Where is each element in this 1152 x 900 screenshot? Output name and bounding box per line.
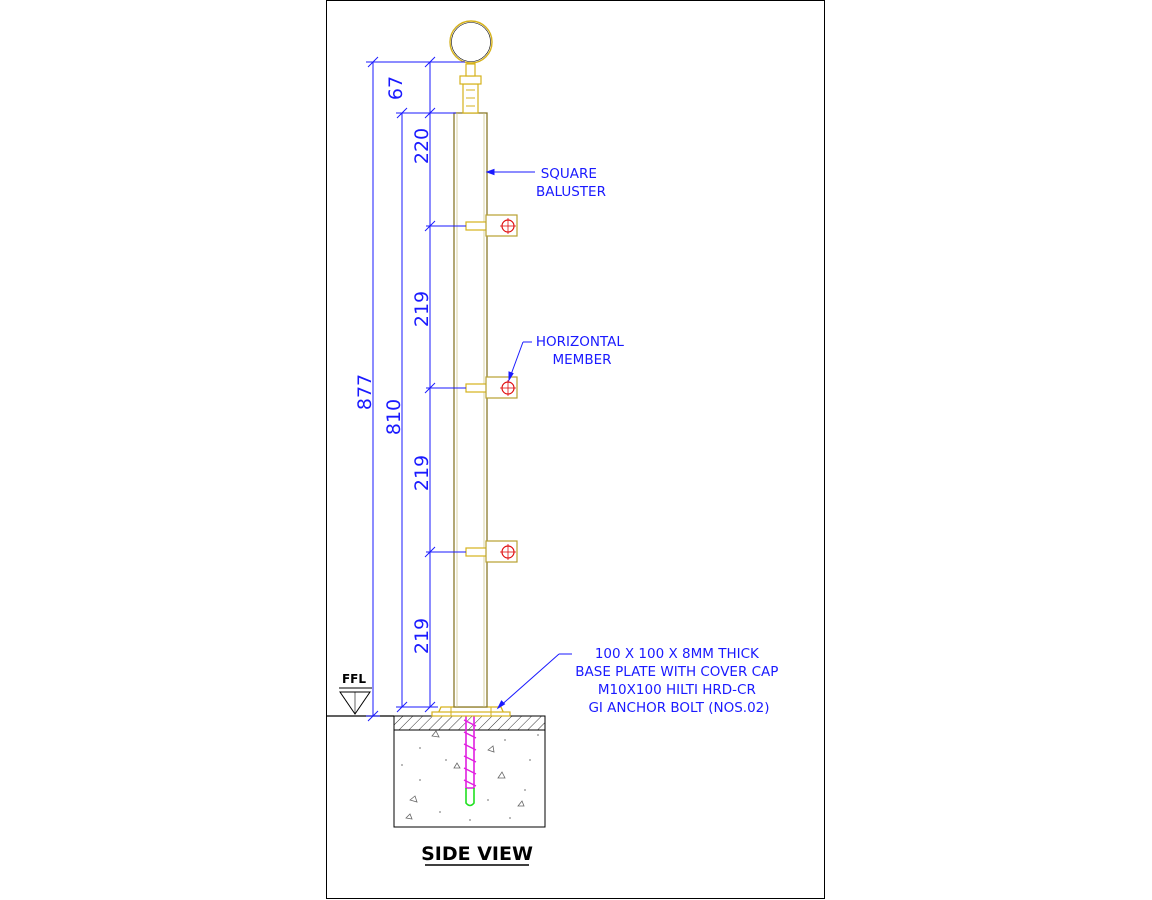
concrete-aggregate — [405, 730, 525, 820]
dim-segment-2-text: 219 — [411, 291, 433, 327]
label-base-plate-line-1: 100 X 100 X 8MM THICK — [595, 646, 760, 662]
label-horizontal-member-line-2: MEMBER — [553, 352, 612, 368]
leader-lines — [485, 168, 572, 710]
sheet-border — [326, 0, 825, 899]
label-horizontal-member-line-1: HORIZONTAL — [536, 334, 625, 350]
view-title: SIDE VIEW — [421, 843, 533, 865]
label-base-plate-line-2: BASE PLATE WITH COVER CAP — [575, 664, 778, 680]
label-square-baluster-line-2: BALUSTER — [536, 184, 606, 200]
bracket-1 — [465, 214, 518, 237]
dim-post-text: 810 — [383, 399, 405, 435]
dim-top-gap-text: 67 — [385, 76, 407, 100]
dimension-lines — [366, 56, 466, 722]
label-horizontal-member: HORIZONTAL MEMBER — [536, 334, 628, 368]
label-base-plate: 100 X 100 X 8MM THICK BASE PLATE WITH CO… — [575, 646, 782, 716]
ffl-label: FFL — [342, 672, 366, 686]
label-square-baluster-line-1: SQUARE — [541, 166, 597, 182]
dim-first-segment-text: 220 — [411, 128, 433, 164]
dim-segment-3-text: 219 — [411, 455, 433, 491]
dim-overall-text: 877 — [354, 374, 376, 410]
top-ball-finial — [449, 20, 493, 114]
ffl-symbol — [339, 687, 372, 715]
label-base-plate-line-4: GI ANCHOR BOLT (NOS.02) — [588, 700, 769, 716]
label-square-baluster: SQUARE BALUSTER — [536, 166, 606, 200]
bracket-3 — [465, 540, 518, 563]
label-base-plate-line-3: M10X100 HILTI HRD-CR — [598, 682, 756, 698]
square-baluster — [453, 112, 488, 708]
dim-segment-4-text: 219 — [411, 618, 433, 654]
